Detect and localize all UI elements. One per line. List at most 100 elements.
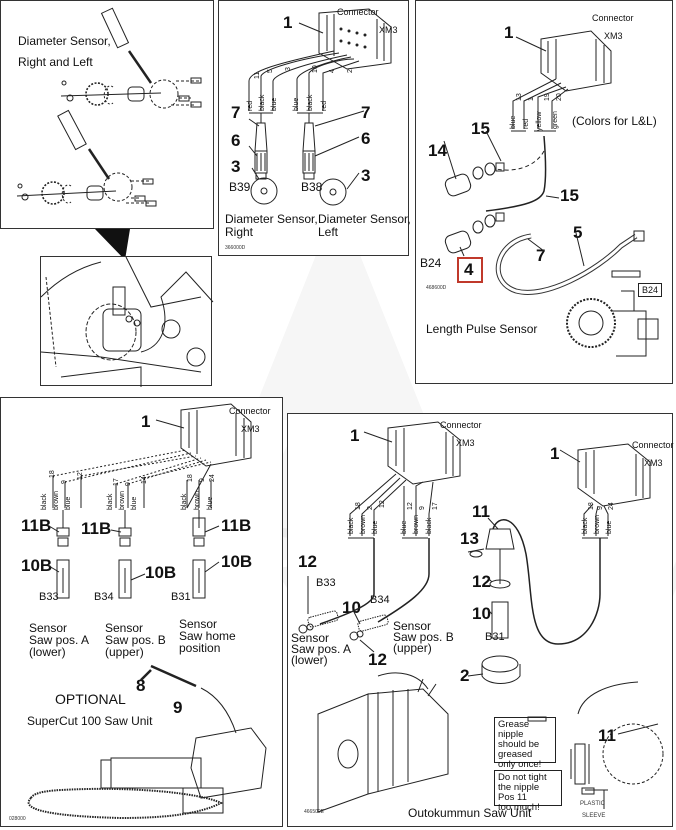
callout-10-b: 10 [472,604,491,623]
callout-12-b: 12 [368,650,387,669]
sensor-id: B31 [171,591,191,603]
callout-3-right: 3 [231,157,241,176]
callout-7-right: 7 [231,103,241,122]
connector2-id: XM3 [644,458,663,468]
caption-line: Saw pos. B [105,633,166,647]
callout-10b-a: 10B [21,556,53,575]
caption-line: (upper) [105,645,144,659]
colors-note: (Colors for L&L) [572,114,657,128]
caption-line: Sensor [105,621,144,635]
callout-10b-b: 10B [145,563,177,582]
callout-6-right: 6 [231,131,241,150]
callout-11-detail: 11 [598,726,616,745]
caption-left-line2: Left [318,225,339,239]
callout-10-a: 10 [342,598,361,617]
callout-11: 11 [472,502,490,521]
connector-label: Connector [229,406,271,416]
caption-line: (upper) [393,641,432,655]
callout-8: 8 [136,676,146,695]
drawing-number: 466500E [304,809,325,815]
unit-label: Outokummun Saw Unit [408,806,532,820]
panel-outokummun: Connector XM3 Connector XM3 1 1 11 13 12… [287,413,674,827]
callout-3-left: 3 [361,166,371,185]
grease-note: Grease nipple should be greased only onc… [494,717,556,770]
caption-line: Sensor [393,619,432,633]
callout-6-left: 6 [361,129,371,148]
caption-line: Saw pos. A [291,642,352,656]
caption-line: (lower) [29,645,66,659]
diameter-sensor-mount-drawing [40,256,214,387]
caption-right-line2: Right [225,225,254,239]
panel-length-pulse: Connector XM3 1 15 14 15 5 7 4 B24 B24 4… [415,0,673,384]
note-line: Do not tight [498,772,547,783]
caption-line: Sensor [179,617,218,631]
note-line: Grease nipple [498,719,530,740]
callout-1: 1 [283,13,293,32]
callout-9: 9 [173,698,183,717]
highlight-box [457,257,483,283]
sensor-id-b39: B39 [229,180,251,194]
plastic-label: PLASTIC [580,801,606,807]
sensor-id-b38: B38 [301,180,323,194]
caption-line: Saw pos. B [393,630,454,644]
callout-2: 2 [460,666,470,685]
length-pulse-sensor-drawing [443,30,659,357]
note-line: too much! [498,802,540,813]
note-line: greased [498,749,533,760]
caption-line: position [179,641,221,655]
diameter-wiring-drawing [248,8,392,206]
caption-line: (lower) [291,653,328,667]
connector-id: XM3 [379,25,398,35]
panel-supercut: Connector XM3 1 black brown blue 18 9 12… [0,397,283,827]
panel-title-line2: Right and Left [18,55,93,69]
drawing-number: 468600D [426,285,447,291]
connector-label: Connector [337,7,379,17]
optional-label: OPTIONAL [55,691,126,707]
sensor-id-box: B24 [638,283,663,297]
connector-id: XM3 [604,31,623,41]
caption-left: Diameter Sensor, [318,212,411,226]
panel-diameter-exploded: Diameter Sensor, Right and Left [0,0,214,229]
connector2-label: Connector [632,440,674,450]
unit-label: SuperCut 100 Saw Unit [27,714,153,728]
connector-label: Connector [440,420,482,430]
note-line: the nipple Pos 11 [498,782,540,803]
caption-right: Diameter Sensor, [225,212,318,226]
callout-10b-c: 10B [221,552,253,571]
sleeve-label: SLEEVE [582,813,606,819]
note-line: should be [498,739,540,750]
panel-diameter-wiring: Connector XM3 1 7 7 6 6 3 3 B39 B38 red … [218,0,411,256]
callout-13: 13 [460,529,479,548]
callout-12-mid: 12 [472,572,491,591]
callout-1-left: 1 [350,426,360,445]
connector-id: XM3 [241,424,260,434]
callout-1-right: 1 [550,444,560,463]
caption-line: Saw pos. A [29,633,90,647]
callout-1: 1 [504,23,514,42]
callout-15-lower: 15 [560,186,579,205]
sensor-id: B33 [316,577,336,589]
callout-11b-c: 11B [221,516,252,535]
panel-title: Diameter Sensor, [18,34,111,48]
sensor-id: B34 [94,591,114,603]
drawing-number: 366000D [225,245,246,251]
caption-line: Saw home [179,629,236,643]
caption-line: Sensor [29,621,68,635]
callout-1: 1 [141,412,151,431]
caption-line: Sensor [291,631,330,645]
callout-11b-b: 11B [81,519,112,538]
diameter-sensor-exploded-drawing [16,7,202,207]
sensor-id: B34 [370,594,390,606]
drawing-number: 028000 [9,816,26,822]
connector-id: XM3 [456,438,475,448]
callout-15-upper: 15 [471,119,490,138]
callout-14: 14 [428,141,447,160]
supercut-saw-drawing [27,403,267,820]
callout-4: 4 [464,260,474,279]
outokummun-saw-drawing [298,421,664,813]
callout-12-a: 12 [298,552,317,571]
sensor-id: B24 [420,256,442,270]
sensor-id: B33 [39,591,59,603]
tight-note: Do not tight the nipple Pos 11 too much! [494,770,562,813]
sensor-id: B31 [485,631,505,643]
